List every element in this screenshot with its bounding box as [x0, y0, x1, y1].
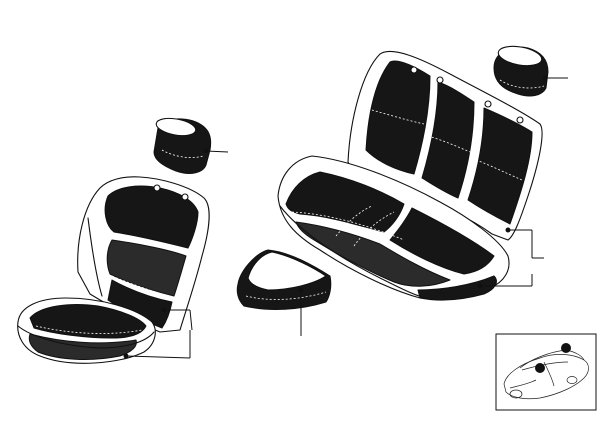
locator-front-seat-marker [535, 363, 545, 373]
armrest-cushion[interactable] [236, 249, 332, 336]
rear-headrest[interactable] [493, 43, 568, 97]
rear-bench-seat[interactable] [277, 50, 544, 301]
front-headrest[interactable] [153, 116, 229, 174]
front-headrest-callout-line [205, 150, 229, 153]
locator-rear-seat-marker [561, 343, 571, 353]
front-seat[interactable] [17, 176, 210, 364]
vehicle-locator-thumbnail [495, 333, 597, 411]
